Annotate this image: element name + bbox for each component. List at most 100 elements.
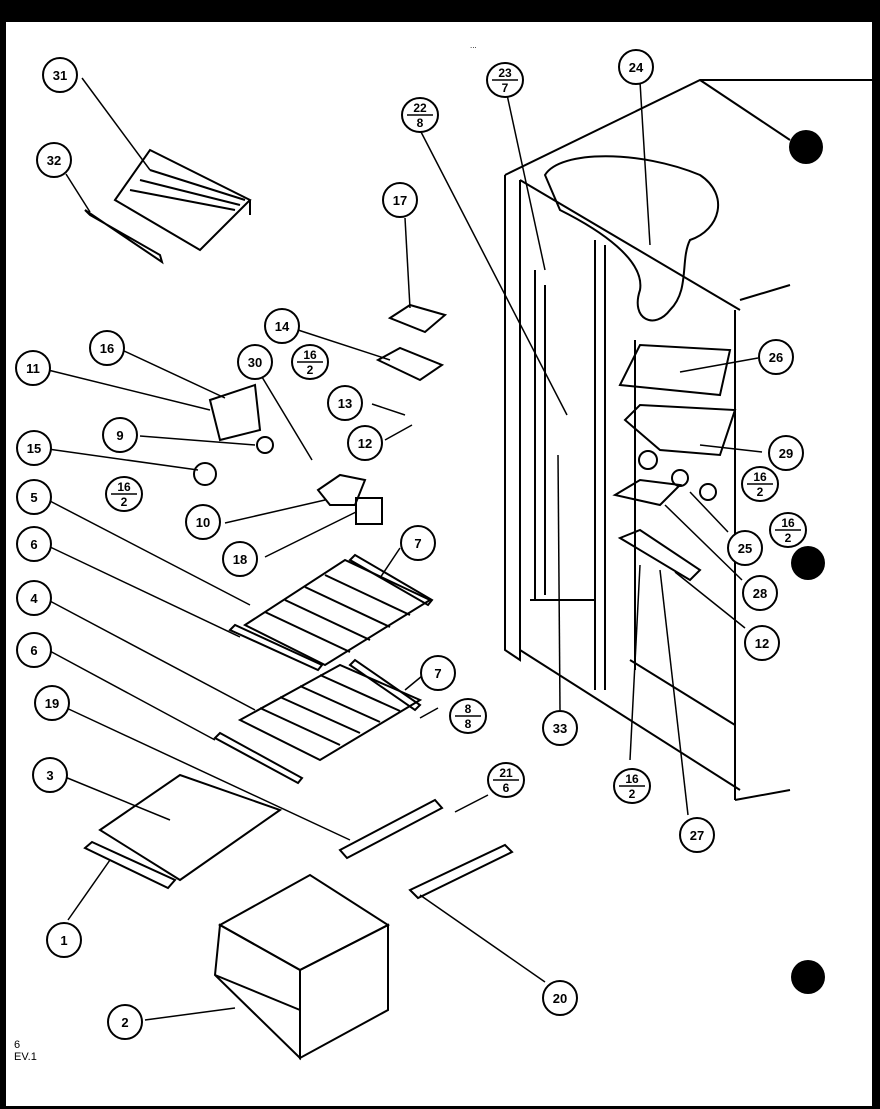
fraction-callout: 162 [613,768,651,804]
crisper-cover-3 [98,773,283,882]
callout-circle [185,504,221,540]
callout-label: 31 [53,68,67,83]
callout-12: 12 [744,625,780,661]
callout-29: 29 [768,435,804,471]
callout-circle [382,182,418,218]
callout-circle [107,1004,143,1040]
callout-circle [16,526,52,562]
callout-4: 4 [16,580,52,616]
callout-20: 20 [542,980,578,1016]
callout-10: 10 [185,504,221,540]
callout-15: 15 [16,430,52,466]
callout-circle [32,757,68,793]
callout-label: 6 [30,537,37,552]
callout-circle [16,580,52,616]
fraction-bottom: 7 [502,81,509,95]
paper-sheet [6,22,872,1106]
callout-label: 29 [779,446,793,461]
callout-label: 24 [629,60,644,75]
callout-circle [16,479,52,515]
callout-label: 12 [755,636,769,651]
callout-label: 4 [30,591,38,606]
callout-circle [400,525,436,561]
callout-label: 27 [690,828,704,843]
callout-7: 7 [400,525,436,561]
callout-28: 28 [742,575,778,611]
callout-30: 30 [237,344,273,380]
callout-5: 5 [16,479,52,515]
strip-32 [84,209,164,265]
callout-label: 19 [45,696,59,711]
lamp-housing-11 [208,383,262,442]
callout-label: 7 [414,536,421,551]
callout-label: 20 [553,991,567,1006]
callout-label: 25 [738,541,752,556]
light-housing-29 [623,403,737,457]
callout-circle [16,430,52,466]
callout-label: 1 [60,933,67,948]
binder-hole-bottom [791,960,825,994]
callout-circle [744,625,780,661]
callout-circle [46,922,82,958]
rail-7-lower [348,658,422,712]
callout-circle [758,339,794,375]
air-duct [543,155,719,322]
callout-circle [15,350,51,386]
fraction-bottom: 2 [757,485,764,499]
bulb-right-right [699,483,717,501]
crisper-drawer-2 [213,873,391,1061]
plate-17 [387,303,448,334]
cover-frame-1 [83,840,177,890]
fraction-callout: 162 [291,344,329,380]
callout-circle [89,330,125,366]
wire-shelf-5 [242,558,433,667]
bracket-10 [316,473,367,506]
socket-9 [256,436,274,454]
callout-label: 26 [769,350,783,365]
callout-14: 14 [264,308,300,344]
callout-label: 17 [393,193,407,208]
callout-label: 28 [753,586,767,601]
callout-18: 18 [222,541,258,577]
callout-label: 12 [358,436,372,451]
fraction-bottom: 2 [629,787,636,801]
callout-33: 33 [542,710,578,746]
callout-circle [679,817,715,853]
fraction-top: 8 [465,702,472,716]
part-drawings [83,79,872,1061]
callout-label: 33 [553,721,567,736]
fraction-callout: 162 [105,476,143,512]
callout-27: 27 [679,817,715,853]
fraction-callout: 162 [741,466,779,502]
plate-18 [355,497,383,525]
ice-tray-31 [113,148,252,252]
callout-19: 19 [34,685,70,721]
callout-label: 16 [100,341,114,356]
rail-6-lower [213,731,304,785]
fraction-callout: 216 [487,762,525,798]
callout-6: 6 [16,632,52,668]
fraction-callout: 88 [449,698,487,734]
slide-rail-19 [338,798,444,860]
callout-label: 10 [196,515,210,530]
bulb-15 [193,462,217,486]
callout-26: 26 [758,339,794,375]
fraction-bottom: 2 [121,495,128,509]
footer-note-line2: EV.1 [14,1051,37,1063]
fraction-top: 22 [413,101,427,115]
callout-circle [768,435,804,471]
callout-1: 1 [46,922,82,958]
fraction-top: 16 [625,772,639,786]
fraction-bottom: 6 [503,781,510,795]
callout-circle [102,417,138,453]
callout-9: 9 [102,417,138,453]
rail-27 [617,528,702,582]
header-mark: ... [470,41,477,50]
callout-label: 18 [233,552,247,567]
fraction-bottom: 8 [465,717,472,731]
footer-note-line1: 6 [14,1039,20,1051]
callout-layer: 3132161191556461931230141713121018773324… [15,49,804,1040]
callout-11: 11 [15,350,51,386]
callout-circle [36,142,72,178]
